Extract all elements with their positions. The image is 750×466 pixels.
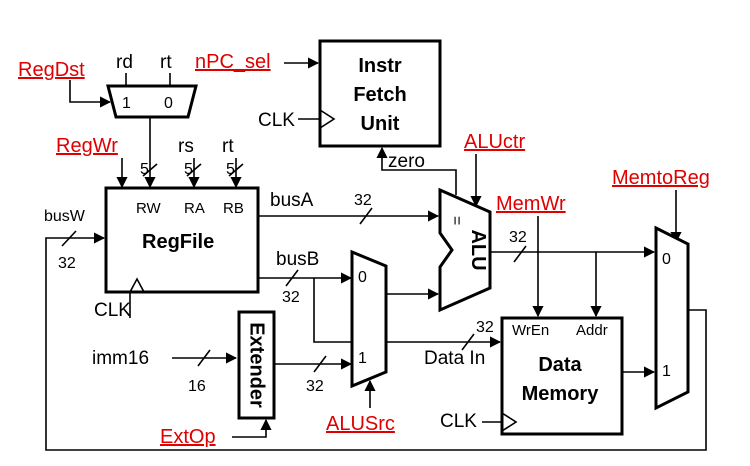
busw-label: busW xyxy=(44,208,86,225)
ifu-clk-triangle xyxy=(319,109,336,129)
zero-label: zero xyxy=(388,151,425,172)
regfile-clk-triangle xyxy=(129,277,145,293)
zero-wire xyxy=(376,146,457,195)
extop-wire xyxy=(232,418,272,438)
ifu-line3: Unit xyxy=(361,113,400,135)
ifu-line1: Instr xyxy=(358,55,402,77)
rb-width-slash xyxy=(228,163,244,177)
memtoreg-mux: 0 1 xyxy=(654,225,690,411)
busa-label: busA xyxy=(270,190,314,211)
ra-width: 5 xyxy=(184,161,193,178)
rd-label: rd xyxy=(116,52,133,73)
memwr-signal: MemWr xyxy=(496,193,566,215)
extender-title: Extender xyxy=(246,322,268,408)
memtoreg-mux-in0: 0 xyxy=(662,251,671,268)
alu: ALU = xyxy=(438,187,492,313)
rw-width-slash xyxy=(142,163,158,177)
regdst-signal: RegDst xyxy=(18,59,85,81)
alu-title: ALU xyxy=(467,229,489,270)
rw-port: RW xyxy=(136,200,162,217)
instr-fetch-unit: Instr Fetch Unit xyxy=(318,39,442,148)
busb-label: busB xyxy=(276,249,319,270)
ifu-clk: CLK xyxy=(258,110,295,131)
busw-width: 32 xyxy=(58,255,76,272)
regfile-title: RegFile xyxy=(142,231,214,253)
regdst-mux-in1: 1 xyxy=(122,95,131,112)
rt-label: rt xyxy=(222,136,234,157)
data-memory: WrEn Addr Data Memory xyxy=(500,316,624,436)
npc-sel-signal: nPC_sel xyxy=(195,51,271,73)
regfile-clk: CLK xyxy=(94,300,131,321)
addr-port: Addr xyxy=(576,322,608,339)
rb-port: RB xyxy=(223,200,244,217)
aluctr-signal: ALUctr xyxy=(464,131,525,153)
busw-width-slash xyxy=(61,230,77,247)
rs-label: rs xyxy=(178,136,194,157)
busb-width: 32 xyxy=(282,289,300,306)
data-in-width: 32 xyxy=(476,319,494,336)
regdst-wire xyxy=(69,80,112,108)
busb-width-slash xyxy=(285,269,299,287)
regdst-mux: 1 0 xyxy=(106,84,198,119)
busa-width: 32 xyxy=(354,192,372,209)
alu-out-width: 32 xyxy=(509,229,527,246)
alusrc-signal: ALUSrc xyxy=(326,413,395,435)
dm-line1: Data xyxy=(538,354,582,376)
rb-width: 5 xyxy=(226,161,235,178)
regfile: RW RA RB RegFile xyxy=(104,186,260,294)
imm16-label: imm16 xyxy=(92,348,149,369)
imm16-width-slash xyxy=(197,349,211,367)
alusrc-mux-in0: 0 xyxy=(358,269,367,286)
data-in-width-slash xyxy=(461,333,475,351)
extop-signal: ExtOp xyxy=(160,426,216,448)
busa-width-slash xyxy=(359,207,373,225)
regdst-mux-in0: 0 xyxy=(164,95,173,112)
ext-width-slash xyxy=(313,355,327,373)
alusrc-mux-in1: 1 xyxy=(358,350,367,367)
imm16-width: 16 xyxy=(188,378,206,395)
rt-label-top: rt xyxy=(160,52,172,73)
dm-clk: CLK xyxy=(440,411,477,432)
dm-line2: Memory xyxy=(522,383,600,405)
memtoreg-mux-in1: 1 xyxy=(662,363,671,380)
rw-width: 5 xyxy=(140,161,149,178)
ext-width: 32 xyxy=(306,378,324,395)
wren-port: WrEn xyxy=(512,322,549,339)
ifu-line2: Fetch xyxy=(353,84,406,106)
memtoreg-signal: MemtoReg xyxy=(612,167,710,189)
regwr-signal: RegWr xyxy=(56,135,118,157)
extender: Extender xyxy=(237,310,276,420)
busw-wire xyxy=(45,232,707,451)
ra-port: RA xyxy=(184,200,205,217)
ra-width-slash xyxy=(186,163,202,177)
data-in-wire xyxy=(313,278,502,348)
alu-eq: = xyxy=(448,216,465,225)
dm-clk-triangle xyxy=(501,412,518,432)
data-in-label: Data In xyxy=(424,348,485,369)
alu-out-width-slash xyxy=(513,245,527,263)
alusrc-mux: 0 1 xyxy=(350,249,388,389)
